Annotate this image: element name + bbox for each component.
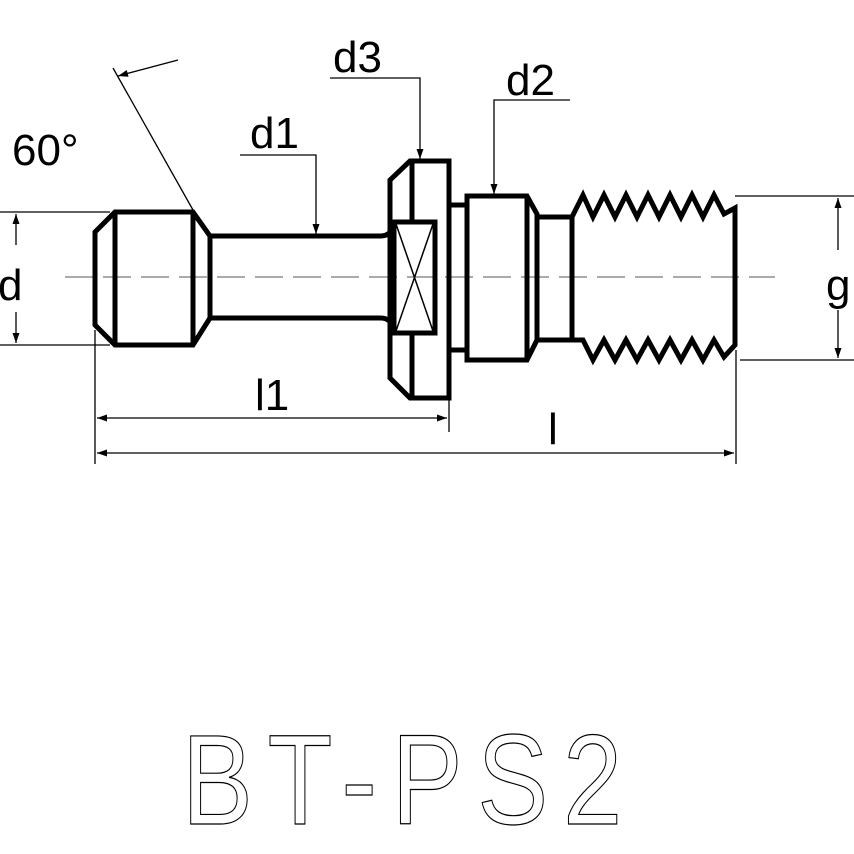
d2-label: d2 (506, 56, 555, 105)
dimension-d (0, 211, 110, 346)
leader-d3 (330, 77, 424, 159)
part-title: BT-PS2 (182, 709, 637, 852)
l1-label: l1 (255, 371, 289, 420)
leader-d1 (240, 154, 320, 234)
angle-dimension (112, 59, 194, 211)
leader-d2 (490, 99, 570, 194)
stud-collar (449, 193, 575, 363)
l-label: l (548, 405, 558, 454)
angle-label: 60° (12, 126, 79, 175)
stud-head (92, 209, 213, 348)
stud-thread (569, 189, 738, 366)
d-label: d (0, 261, 22, 310)
d3-label: d3 (333, 33, 382, 82)
dimension-l (97, 350, 737, 464)
dimension-l1 (94, 330, 450, 464)
dimension-g (735, 195, 854, 361)
stud-flange (387, 158, 452, 401)
g-label: g (826, 261, 850, 310)
d1-label: d1 (250, 109, 299, 158)
